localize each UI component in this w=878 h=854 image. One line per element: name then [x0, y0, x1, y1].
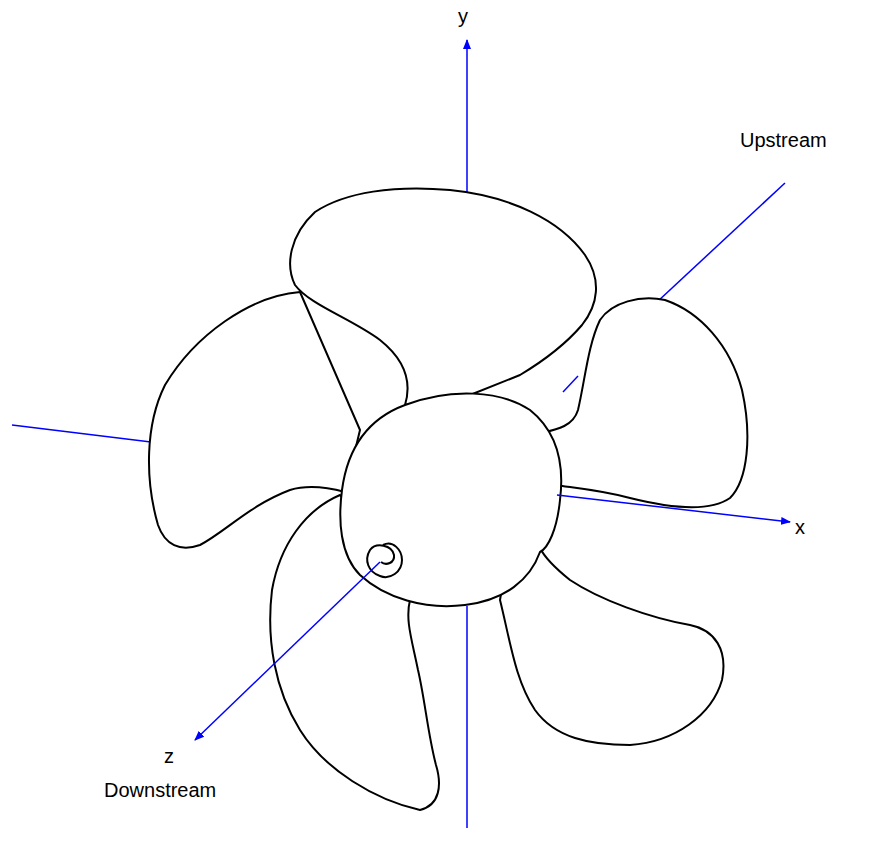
propeller-hub	[340, 394, 561, 607]
propeller-blade	[290, 188, 596, 405]
axis-label: x	[795, 515, 805, 539]
y-axis	[466, 40, 468, 200]
upstream-axis	[563, 376, 578, 392]
axis-label: z	[164, 744, 174, 768]
shaft-end	[367, 544, 402, 577]
y-axis	[466, 606, 468, 828]
direction-label: Upstream	[740, 128, 827, 152]
z-axis	[195, 562, 380, 740]
direction-label: Downstream	[104, 778, 216, 802]
propeller-blade	[500, 548, 723, 745]
axis-label: y	[458, 4, 468, 28]
x-axis	[557, 495, 790, 522]
